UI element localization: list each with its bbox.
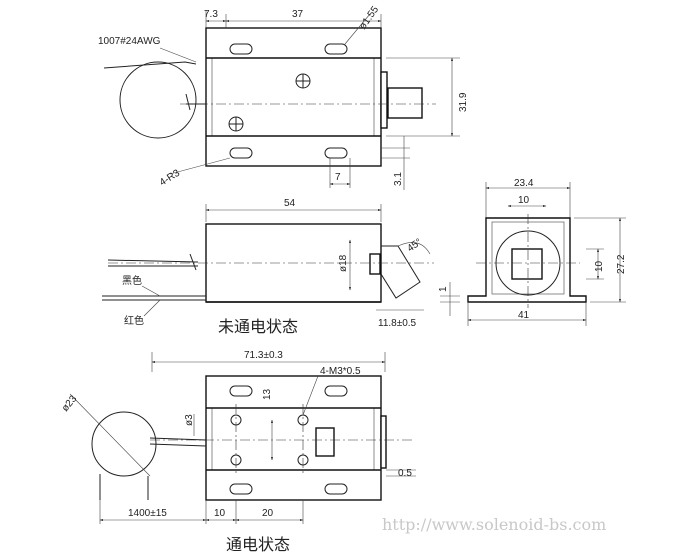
coil-wire-loop xyxy=(119,61,197,139)
dim-stroke: 11.8±0.5 xyxy=(378,318,417,329)
dim-height-top: 31.9 xyxy=(458,92,469,112)
caption-deenergized: 未通电状态 xyxy=(218,317,298,336)
dim-angle: 45° xyxy=(405,237,424,255)
dim-base-end: 41 xyxy=(518,310,530,321)
caption-energized: 通电状态 xyxy=(226,535,290,554)
plunger xyxy=(380,71,388,129)
dim-pitch-v: 13 xyxy=(262,388,273,400)
top-view: 7.3 37 ø1.55 31.9 7 3.1 1007#24AWG 4-R3 xyxy=(98,4,469,190)
dim-diameter: ø18 xyxy=(338,254,349,272)
dim-screw: 4-M3*0.5 xyxy=(320,366,361,377)
wire-black-label: 黑色 xyxy=(122,274,142,287)
dim-flange: 7.3 xyxy=(204,9,218,20)
dim-length-top: 37 xyxy=(292,9,304,20)
dim-inner-end: 10 xyxy=(518,195,530,206)
dim-coil: ø23 xyxy=(60,393,80,414)
radius-label: 4-R3 xyxy=(158,167,183,188)
dim-b: 20 xyxy=(262,508,274,519)
end-view: 23.4 10 10 27.2 41 xyxy=(467,178,627,326)
bottom-housing xyxy=(205,375,382,501)
top-slot xyxy=(229,43,253,55)
dim-thickness: 1 xyxy=(438,286,449,292)
watermark: http://www.solenoid-bs.com xyxy=(382,515,606,534)
wire-red-label: 红色 xyxy=(124,314,144,327)
coil-wire-loop-bottom xyxy=(91,411,157,477)
dim-length-side: 54 xyxy=(284,198,296,209)
dim-inner-h: 10 xyxy=(594,260,605,272)
wire-label: 1007#24AWG xyxy=(98,36,161,47)
bottom-view: 71.3±0.3 ø23 4-M3*0.5 13 ø3 xyxy=(60,350,416,554)
dim-d3: ø3 xyxy=(184,414,195,426)
dim-offset: 3.1 xyxy=(393,172,404,186)
top-housing xyxy=(205,27,382,167)
dim-wire: 1400±15 xyxy=(128,508,167,519)
dim-gap: 0.5 xyxy=(398,468,412,479)
dim-slot: 7 xyxy=(335,172,341,183)
dim-total: 71.3±0.3 xyxy=(244,350,283,361)
side-view: 54 黑色 红色 ø18 45° 11.8±0.5 1 未通电状态 xyxy=(102,198,460,336)
dim-height-end: 27.2 xyxy=(616,254,627,274)
dim-width-end: 23.4 xyxy=(514,178,534,189)
dim-a: 10 xyxy=(214,508,226,519)
